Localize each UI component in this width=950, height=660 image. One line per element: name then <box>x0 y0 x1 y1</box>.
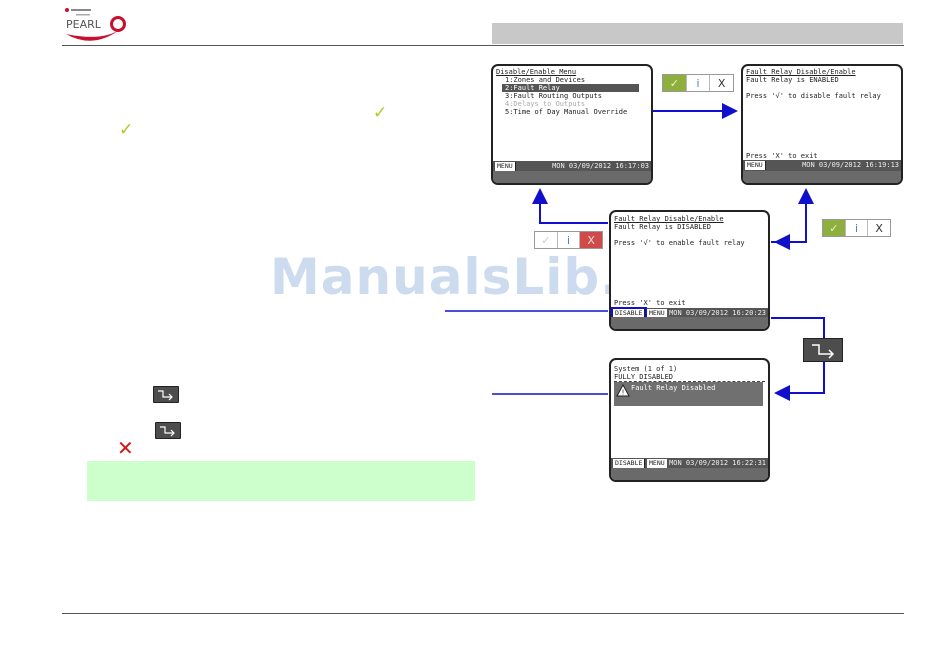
screen-footer <box>493 171 651 183</box>
menu-tab[interactable]: MENU <box>745 161 766 170</box>
screen-footer <box>743 171 901 183</box>
menu-item[interactable]: 1:Zones and Devices <box>505 76 586 84</box>
system-count: System (1 of 1) <box>614 365 678 373</box>
cross-button[interactable]: X <box>580 232 603 248</box>
check-button[interactable]: ✓ <box>535 232 558 248</box>
keypad-buttons: ✓ i X <box>534 231 603 249</box>
info-button[interactable]: i <box>558 232 581 248</box>
instruction-text: Press '√' to disable fault relay <box>746 92 881 100</box>
exit-key-icon[interactable] <box>803 338 843 362</box>
datetime: MON 03/09/2012 16:22:31 <box>669 459 766 467</box>
datetime: MON 03/09/2012 16:20:23 <box>669 309 766 317</box>
cross-button[interactable]: X <box>875 221 883 235</box>
datetime: MON 03/09/2012 16:17:03 <box>552 162 649 170</box>
header-bar <box>492 23 903 44</box>
menu-item[interactable]: 3:Fault Routing Outputs <box>505 92 602 100</box>
status-bar: MENU MON 03/09/2012 16:19:13 <box>743 160 901 171</box>
cross-button[interactable]: X <box>717 76 726 90</box>
info-button[interactable]: i <box>687 75 711 91</box>
check-icon: ✓ <box>373 103 388 123</box>
relay-status: Fault Relay is DISABLED <box>614 223 711 231</box>
menu-item-disabled: 4:Delays to Outputs <box>505 100 586 108</box>
disable-tab[interactable]: DISABLE <box>611 307 648 320</box>
menu-tab[interactable]: MENU <box>647 459 667 468</box>
datetime: MON 03/09/2012 16:19:13 <box>802 161 899 169</box>
arrow-disabled-to-menu <box>532 188 608 224</box>
arrow-enabled-to-disabled <box>774 190 807 250</box>
screen-title: Fault Relay Disable/Enable <box>746 68 856 76</box>
header-divider <box>62 45 904 46</box>
check-button[interactable]: ✓ <box>823 220 846 236</box>
keypad-buttons: ✓ i X <box>662 74 734 92</box>
screen-title: Disable/Enable Menu <box>496 68 577 76</box>
check-button[interactable]: ✓ <box>663 75 687 91</box>
red-cross-icon: ✕ <box>117 436 134 460</box>
status-bar: DISABLE MENU MON 03/09/2012 16:22:31 <box>611 458 768 469</box>
svg-text:PEARL: PEARL <box>66 18 102 31</box>
footer-divider <box>62 613 904 614</box>
warning-icon: ! <box>616 384 630 397</box>
alarm-row[interactable]: ! Fault Relay Disabled <box>614 382 763 406</box>
instruction-text: Press '√' to enable fault relay <box>614 239 745 247</box>
lcd-screen-menu: Disable/Enable Menu 1:Zones and Devices … <box>491 64 653 185</box>
status-bar: MENU MON 03/09/2012 16:17:03 <box>493 161 651 172</box>
svg-text:!: ! <box>622 389 625 397</box>
menu-tab[interactable]: MENU <box>647 309 667 318</box>
keypad-buttons: ✓ i X <box>822 219 891 237</box>
exit-hint: Press 'X' to exit <box>746 152 818 160</box>
exit-key-icon <box>153 386 179 403</box>
screen-footer <box>611 468 768 480</box>
disable-tab[interactable]: DISABLE <box>613 459 646 468</box>
menu-item[interactable]: 5:Time of Day Manual Override <box>505 108 628 116</box>
lcd-screen-disabled: Fault Relay Disable/Enable Fault Relay i… <box>609 210 770 331</box>
screen-footer <box>611 317 768 329</box>
menu-tab[interactable]: MENU <box>495 162 516 171</box>
status-bar: DISABLE MENU MON 03/09/2012 16:20:23 <box>611 307 768 320</box>
exit-key-icon <box>155 422 181 439</box>
relay-status: Fault Relay is ENABLED <box>746 76 839 84</box>
lcd-screen-enabled: Fault Relay Disable/Enable Fault Relay i… <box>741 64 903 185</box>
arrow-disabled-to-enabled <box>771 188 814 243</box>
menu-item-selected[interactable]: 2:Fault Relay <box>502 84 639 92</box>
pearl-logo: PEARL <box>64 6 134 44</box>
info-button[interactable]: i <box>846 220 869 236</box>
alarm-text: Fault Relay Disabled <box>631 384 716 392</box>
check-icon: ✓ <box>119 120 134 140</box>
exit-hint: Press 'X' to exit <box>614 299 686 307</box>
note-box <box>87 461 475 501</box>
lcd-screen-system: System (1 of 1) FULLY DISABLED ! Fault R… <box>609 358 770 482</box>
screen-title: Fault Relay Disable/Enable <box>614 215 724 223</box>
system-state: FULLY DISABLED <box>614 373 765 382</box>
